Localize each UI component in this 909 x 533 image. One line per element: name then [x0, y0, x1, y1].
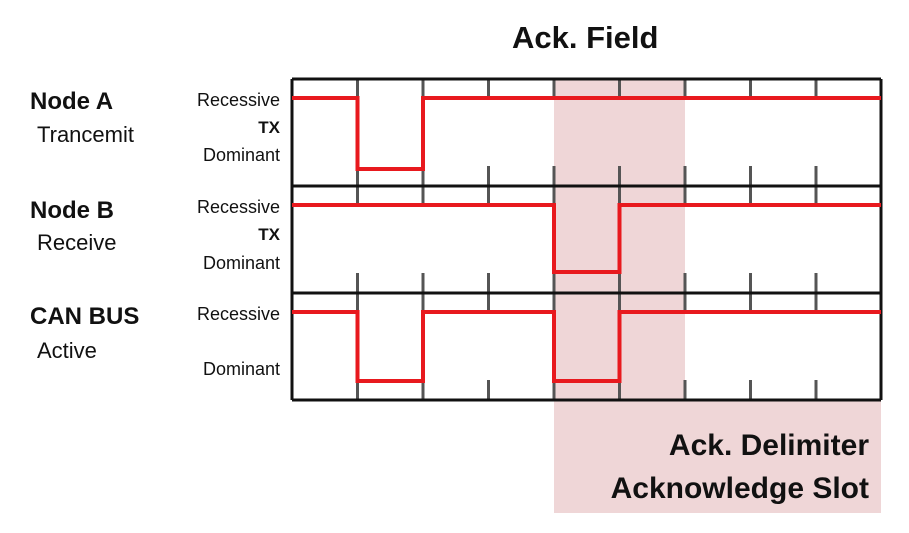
signal-waveform-row-3 [292, 310, 881, 383]
can-bus-name: CAN BUS [30, 303, 140, 330]
node-a-name: Node A [30, 88, 114, 115]
node-b-tx-label: TX [258, 225, 280, 244]
can-bus-recessive-label: Recessive [196, 304, 280, 324]
node-b-recessive-label: Recessive [196, 197, 280, 217]
signal-waveform-row-1 [292, 96, 881, 171]
bit-boundary-ticks [356, 79, 818, 400]
legend-acknowledge-slot: Acknowledge Slot [610, 472, 869, 505]
row-frames [290, 77, 883, 402]
node-a-dominant-label: Dominant [202, 145, 280, 165]
legend-highlight [554, 400, 881, 513]
node-a-recessive-label: Recessive [196, 90, 280, 110]
node-b-dominant-label: Dominant [202, 253, 280, 273]
signal-waveforms [292, 96, 881, 383]
can-bus-mode: Active [37, 338, 97, 363]
can-bus-dominant-label: Dominant [202, 359, 280, 379]
legend-ack-delimiter: Ack. Delimiter [668, 429, 869, 462]
node-b-mode: Receive [37, 230, 117, 255]
node-a-tx-label: TX [258, 118, 280, 137]
node-a-mode: Trancemit [37, 122, 134, 147]
diagram-title: Ack. Field [512, 20, 659, 55]
node-b-name: Node B [30, 197, 114, 224]
signal-waveform-row-2 [292, 203, 881, 274]
